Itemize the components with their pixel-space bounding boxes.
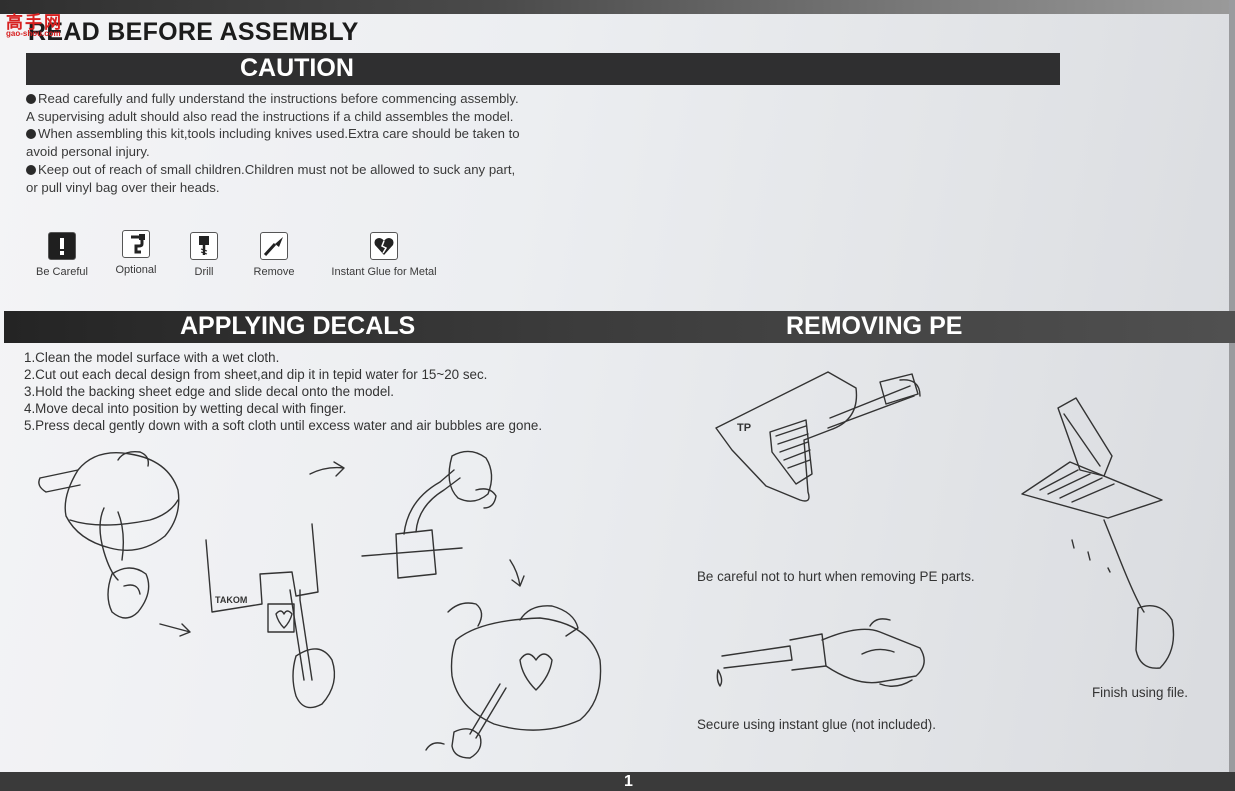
caution-line: When assembling this kit,tools including… (26, 125, 606, 143)
bullet-icon (26, 129, 36, 140)
watermark-url: gao-shou.com (6, 29, 61, 38)
caution-header-bar: CAUTION (26, 53, 1060, 85)
decal-step: 3.Hold the backing sheet edge and slide … (24, 384, 394, 399)
caution-line: avoid personal injury. (26, 144, 150, 160)
caution-line: Keep out of reach of small children.Chil… (26, 161, 606, 179)
bullet-icon (26, 164, 36, 175)
legend-label: Be Careful (36, 266, 88, 278)
decal-step: 1.Clean the model surface with a wet clo… (24, 350, 280, 365)
decal-step: 5.Press decal gently down with a soft cl… (24, 418, 543, 433)
knife-icon (260, 232, 288, 260)
legend-remove: Remove (250, 232, 298, 278)
pe-heading: REMOVING PE (786, 312, 963, 340)
decal-sheet-illustration (205, 523, 336, 709)
tweezers-water-illustration (361, 450, 497, 579)
sprue-label: TP (737, 422, 751, 434)
legend-label: Instant Glue for Metal (331, 266, 437, 278)
legend-label: Remove (253, 266, 295, 278)
sheet-label: TAKOM (215, 595, 247, 605)
bullet-icon (26, 94, 36, 104)
legend-instant-glue: Instant Glue for Metal (326, 232, 442, 278)
page-number-bar: 1 (0, 772, 1235, 791)
right-edge (1229, 0, 1235, 791)
decal-steps: 1.Clean the model surface with a wet clo… (24, 349, 624, 434)
drill-icon (190, 232, 218, 260)
caution-heading: CAUTION (240, 54, 354, 82)
caption-remove: Be careful not to hurt when removing PE … (697, 569, 975, 584)
decal-step: 2.Cut out each decal design from sheet,a… (24, 367, 488, 382)
glue-illustration (716, 618, 925, 687)
caution-line: or pull vinyl bag over their heads. (26, 179, 220, 195)
legend-label: Optional (115, 264, 157, 276)
caution-line: Read carefully and fully understand the … (26, 90, 606, 108)
page-title: READ BEFORE ASSEMBLY (28, 18, 359, 46)
caution-text: Read carefully and fully understand the … (26, 90, 606, 196)
turret-decal-illustration (425, 602, 602, 759)
legend-drill: Drill (184, 232, 224, 278)
page-number: 1 (624, 773, 633, 790)
legend-optional: Optional (112, 230, 160, 276)
pe-removal-illustration (715, 371, 921, 502)
section-header-bar: APPLYING DECALS REMOVING PE (4, 311, 1235, 343)
decal-step: 4.Move decal into position by wetting de… (24, 401, 347, 416)
top-edge (0, 0, 1235, 14)
turret-wet-cloth-illustration (38, 450, 180, 619)
watermark-logo: 高手网 (6, 13, 63, 32)
legend-be-careful: Be Careful (33, 232, 91, 278)
caption-glue: Secure using instant glue (not included)… (697, 717, 936, 732)
optional-icon (122, 230, 150, 258)
file-illustration (1021, 397, 1175, 669)
caption-file: Finish using file. (1092, 685, 1189, 700)
legend-label: Drill (194, 266, 214, 278)
decals-heading: APPLYING DECALS (180, 312, 416, 340)
exclamation-icon (48, 232, 76, 260)
broken-heart-icon (370, 232, 398, 260)
caution-line: A supervising adult should also read the… (26, 108, 514, 124)
